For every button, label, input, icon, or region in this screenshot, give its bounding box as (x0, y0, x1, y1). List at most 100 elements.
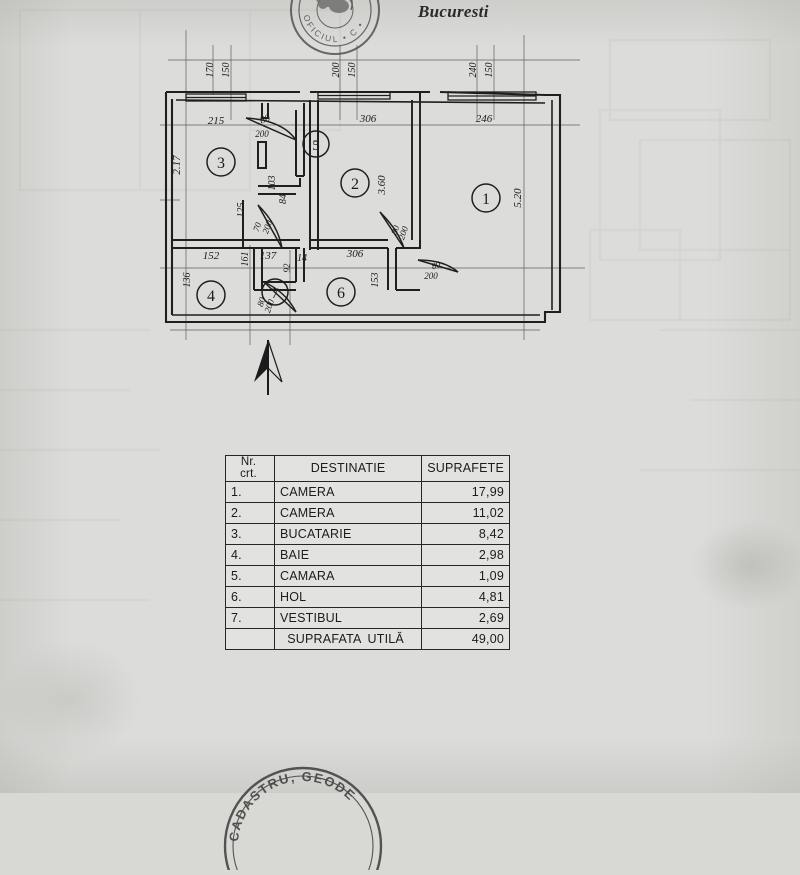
window-symbol (185, 91, 537, 102)
dimension-label: 240 (468, 63, 479, 78)
dimension-label: 200 (424, 271, 438, 281)
cell-destinatie: CAMERA (273, 481, 423, 504)
svg-text:1: 1 (482, 191, 490, 208)
header-destinatie: DESTINATIE (273, 454, 423, 483)
official-stamp-top: OFICIUL • C • (287, 0, 383, 58)
dimension-label: 80 (259, 113, 272, 127)
wall-outline (164, 90, 562, 324)
cell-suprafata: 8,42 (421, 523, 510, 546)
dimension-label: 137 (260, 250, 277, 262)
official-stamp-bottom: CADASTRU, GEODE (168, 750, 438, 875)
dimension-label: 306 (359, 113, 377, 125)
extension-lines (160, 30, 585, 345)
cell-nr: 4. (225, 544, 275, 567)
room-marker-1: 1 (471, 183, 501, 213)
cell-suprafata: 4,81 (421, 586, 510, 609)
svg-text:6: 6 (337, 285, 345, 302)
dimension-label: 2.17 (171, 155, 183, 175)
svg-text:7: 7 (271, 286, 279, 302)
room-marker-7: 7 (261, 278, 289, 306)
cell-destinatie: CAMERA (273, 502, 423, 525)
door-swing-symbol (245, 117, 459, 313)
cell-destinatie: BAIE (273, 544, 423, 567)
cell-suprafata: 17,99 (421, 481, 510, 504)
dimension-label: 153 (370, 273, 381, 288)
cell-destinatie: HOL (273, 586, 423, 609)
room-number-markers: 1 2 3 4 5 (196, 130, 501, 310)
dimension-label: 125 (236, 203, 247, 218)
page-title-city: Bucuresti (418, 2, 489, 21)
dimension-label: 136 (182, 273, 193, 288)
cell-destinatie: CAMARA (273, 565, 423, 588)
cell-suprafata: 1,09 (421, 565, 510, 588)
svg-text:4: 4 (207, 288, 215, 305)
dimension-label: 80 (389, 224, 402, 236)
room-marker-6: 6 (326, 277, 356, 307)
header-nr: Nr. crt. (225, 454, 275, 483)
room-marker-4: 4 (196, 280, 226, 310)
dimension-label: 3.60 (376, 175, 388, 196)
cell-suprafata: 11,02 (421, 502, 510, 525)
cell-nr: 6. (225, 586, 275, 609)
dimension-label: 306 (346, 248, 364, 260)
room-marker-3: 3 (206, 147, 236, 177)
cell-nr: 2. (225, 502, 275, 525)
cell-destinatie: BUCATARIE (273, 523, 423, 546)
header-nr-line2: crt. (240, 467, 257, 480)
dimension-label: 200 (262, 297, 276, 314)
header-nr-line1: Nr. (240, 456, 257, 468)
cell-nr: 3. (225, 523, 275, 546)
cell-destinatie-total: SUPRAFATA UTILĂ (273, 628, 423, 651)
dimension-label: 170 (205, 63, 216, 78)
dimension-label: 161 (240, 252, 251, 267)
cell-suprafata-total: 49,00 (421, 628, 510, 651)
dimension-label: 84 (278, 194, 289, 204)
cell-nr-total (225, 628, 275, 651)
dimension-label: 150 (347, 63, 358, 78)
cell-nr: 1. (225, 481, 275, 504)
dimension-label: 70 (251, 221, 264, 233)
scan-smudge-2 (0, 640, 140, 760)
svg-text:3: 3 (217, 155, 225, 172)
scan-smudge (690, 520, 800, 610)
dimension-label: 80 (430, 259, 442, 272)
room-marker-5: 5 (302, 130, 330, 158)
table-header-row: Nr. crt. DESTINATIE SUPRAFETE (225, 454, 510, 483)
dimension-label: 200 (255, 129, 269, 139)
dimension-label: 200 (396, 224, 410, 241)
north-arrow-icon (254, 339, 283, 395)
dimension-label: 246 (476, 113, 493, 125)
dimension-label: 103 (267, 176, 278, 191)
dimension-label: 150 (484, 63, 495, 78)
dimension-label: 80 (255, 296, 268, 308)
svg-text:2: 2 (351, 176, 359, 193)
dimension-label: 14 (297, 253, 307, 264)
dimension-label: 215 (208, 115, 225, 127)
svg-text:CADASTRU, GEODE: CADASTRU, GEODE (226, 769, 359, 843)
svg-text:5: 5 (312, 138, 320, 154)
room-marker-2: 2 (340, 168, 370, 198)
dimension-label: 152 (203, 250, 220, 262)
cell-destinatie: VESTIBUL (273, 607, 423, 630)
dimension-label: 150 (221, 63, 232, 78)
cell-nr: 7. (225, 607, 275, 630)
dimension-label: 200 (260, 218, 274, 235)
cell-suprafata: 2,69 (421, 607, 510, 630)
dimension-label: 200 (331, 63, 342, 78)
header-suprafete: SUPRAFETE (421, 454, 510, 483)
dimension-label: 92 (282, 263, 292, 273)
floor-plan-drawing: 1 2 3 4 5 (160, 30, 585, 395)
dimension-label: 5.20 (512, 188, 524, 208)
cell-suprafata: 2,98 (421, 544, 510, 567)
